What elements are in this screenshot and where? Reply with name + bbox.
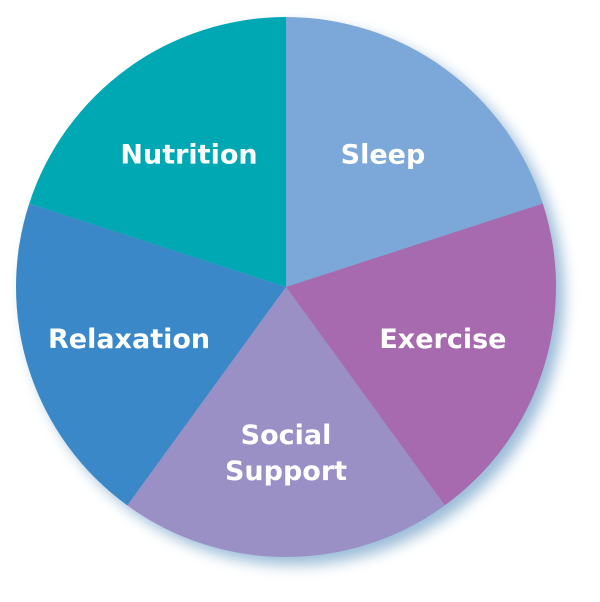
pie-slice-exercise	[286, 203, 556, 506]
pie-slice-sleep	[286, 17, 543, 287]
pie-slice-relaxation	[16, 203, 287, 506]
slice-label: Relaxation	[48, 324, 210, 355]
slice-label-line: Support	[225, 456, 347, 487]
slice-label: Exercise	[379, 324, 506, 355]
slice-label-line: Nutrition	[120, 140, 257, 171]
slice-label-line: Sleep	[341, 140, 426, 171]
slice-label-line: Exercise	[379, 324, 506, 355]
slice-label: Sleep	[341, 140, 426, 171]
slice-label: Nutrition	[120, 140, 257, 171]
pie-slice-nutrition	[29, 17, 286, 287]
slice-label-line: Social	[241, 420, 332, 451]
pie-slice-social-support	[127, 287, 445, 558]
slice-label-line: Relaxation	[48, 324, 210, 355]
